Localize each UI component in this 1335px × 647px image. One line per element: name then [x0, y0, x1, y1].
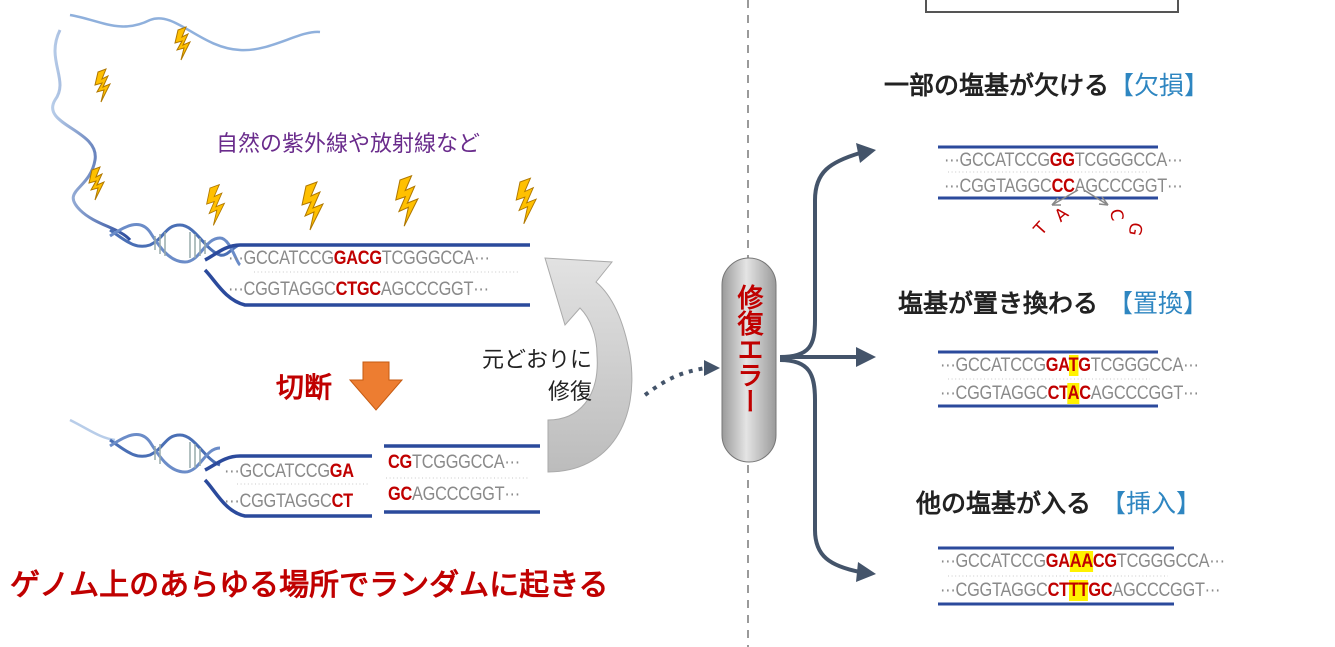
mutated-base: GACG — [333, 248, 382, 269]
sequence-segment: AGCCCGGT··· — [1074, 176, 1183, 197]
broken-right-upper: CGTCGGGCCA··· — [388, 452, 520, 474]
repair-label-line1: 元どおりに — [481, 348, 592, 373]
sequence-segment: AGCCCGGT··· — [411, 484, 520, 505]
mutated-base: GG — [1049, 150, 1075, 171]
insertion-upper: ···GCCATCCGGAAACGTCGGGCCA··· — [940, 551, 1225, 573]
mutated-base: G — [1078, 355, 1091, 376]
deletion-title: 一部の塩基が欠ける — [884, 71, 1110, 100]
mutated-base: GA — [329, 461, 354, 482]
sequence-segment: ···GCCATCCG — [944, 150, 1050, 171]
mutated-base: CT — [1047, 580, 1070, 601]
mutated-base: CC — [1051, 176, 1075, 197]
right-strands — [938, 145, 1174, 606]
sequence-segment: TCGGGCCA··· — [381, 248, 490, 269]
sequence-segment: AGCCCGGT··· — [1090, 383, 1199, 404]
sequence-segment: ···CGGTAGGC — [228, 279, 336, 300]
dna-helix-bottom — [69, 418, 221, 474]
sequence-segment: ···GCCATCCG — [228, 248, 334, 269]
highlighted-base: T — [1068, 355, 1079, 376]
top-strand-lower: ···CGGTAGGCCTGCAGCCCGGT··· — [228, 279, 489, 301]
repair-arrow — [544, 257, 633, 473]
highlighted-base: AA — [1069, 551, 1093, 572]
repair-label-line2: 修復 — [547, 380, 592, 405]
insertion-tag: 【挿入】 — [1101, 489, 1202, 518]
mutated-base: C — [1079, 383, 1091, 404]
sequence-segment: TCGGGCCA··· — [1090, 355, 1199, 376]
insertion-lower: ···CGGTAGGCCTTTGCAGCCCGGT··· — [940, 580, 1220, 602]
branch-arrowheads — [856, 143, 876, 582]
sequence-segment: ···CGGTAGGC — [944, 176, 1052, 197]
sequence-segment: TCGGGCCA··· — [1116, 551, 1225, 572]
cut-arrow — [348, 361, 404, 411]
deletion-heading: 一部の塩基が欠ける【欠損】 — [884, 66, 1209, 102]
mutated-base: CT — [1047, 383, 1068, 404]
dna-strand-broken-right — [384, 444, 540, 514]
sequence-segment: ···CGGTAGGC — [940, 580, 1048, 601]
deletion-upper: ···GCCATCCGGGTCGGGCCA··· — [944, 150, 1183, 172]
deletion-tag: 【欠損】 — [1109, 71, 1210, 100]
sequence-segment: AGCCCGGT··· — [1112, 580, 1221, 601]
deletion-arrows — [1051, 189, 1109, 206]
sequence-segment: ···CGGTAGGC — [224, 491, 332, 512]
substitution-tag: 【置換】 — [1108, 289, 1209, 318]
highlighted-base: TT — [1068, 580, 1089, 601]
repair-error-label: 修復エラー — [733, 284, 763, 414]
highlighted-base: A — [1067, 383, 1080, 404]
mutated-base: GA — [1045, 551, 1070, 572]
dna-strand-broken-left — [203, 454, 372, 518]
substitution-heading: 塩基が置き換わる【置換】 — [898, 284, 1208, 320]
mutated-base: CTGC — [335, 279, 382, 300]
substitution-upper: ···GCCATCCGGATGTCGGGCCA··· — [940, 355, 1199, 377]
repair-label: 元どおりに 修復 — [457, 345, 592, 409]
mutated-base: GC — [388, 484, 412, 505]
cause-label: 自然の紫外線や放射線など — [216, 132, 481, 157]
cut-label: 切断 — [276, 371, 333, 404]
dna-single-strand — [51, 13, 321, 242]
dna-strand-top — [203, 243, 530, 307]
top-box — [925, 0, 1179, 13]
substitution-lower: ···CGGTAGGCCTACAGCCCGGT··· — [940, 383, 1199, 405]
bp-ticks — [237, 171, 1168, 577]
deletion-lower: ···CGGTAGGCCCAGCCCGGT··· — [944, 176, 1183, 198]
branch-arrows — [779, 151, 861, 574]
mutated-base: CG — [1092, 551, 1117, 572]
dotted-arrow — [643, 366, 707, 397]
random-label: ゲノム上のあらゆる場所でランダムに起きる — [10, 568, 609, 603]
top-strand-upper: ···GCCATCCGGACGTCGGGCCA··· — [228, 248, 490, 270]
sequence-segment: TCGGGCCA··· — [411, 452, 520, 473]
sequence-segment: ···GCCATCCG — [940, 355, 1046, 376]
substitution-title: 塩基が置き換わる — [898, 289, 1099, 318]
broken-left-upper: ···GCCATCCGGA — [224, 461, 354, 483]
insertion-heading: 他の塩基が入る【挿入】 — [916, 484, 1201, 520]
sequence-segment: AGCCCGGT··· — [380, 279, 489, 300]
broken-left-lower: ···CGGTAGGCCT — [224, 491, 353, 513]
mutated-base: GA — [1045, 355, 1069, 376]
insertion-title: 他の塩基が入る — [916, 489, 1092, 518]
repair-error-pill — [721, 257, 777, 463]
dna-helix-top — [109, 222, 242, 267]
sequence-segment: ···GCCATCCG — [224, 461, 330, 482]
mutated-base: CT — [331, 491, 354, 512]
broken-right-lower: GCAGCCCGGT··· — [388, 484, 520, 506]
sequence-segment: TCGGGCCA··· — [1074, 150, 1183, 171]
sequence-segment: ···GCCATCCG — [940, 551, 1046, 572]
sequence-segment: ···CGGTAGGC — [940, 383, 1048, 404]
mutated-base: GC — [1088, 580, 1113, 601]
mutated-base: CG — [388, 452, 412, 473]
